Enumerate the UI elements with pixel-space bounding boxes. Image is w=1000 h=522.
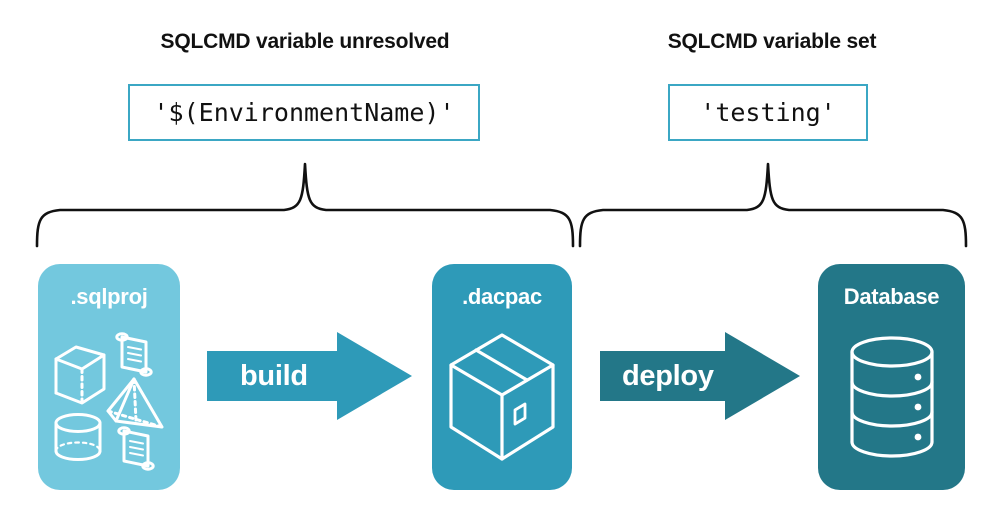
sqlcmd-value-box-right: 'testing': [668, 84, 868, 141]
card-database: Database: [818, 264, 965, 490]
brace-group: [35, 162, 968, 248]
card-sqlproj: .sqlproj: [38, 264, 180, 490]
card-art-database: [818, 316, 965, 480]
card-title-sqlproj: .sqlproj: [70, 284, 148, 309]
arrow-deploy: deploy: [600, 332, 800, 420]
package-box-icon: [449, 333, 555, 461]
card-art-dacpac: [432, 316, 572, 480]
section-caption-left: SQLCMD variable unresolved: [160, 30, 450, 53]
cylinder-wireframe-icon: [54, 413, 102, 461]
arrow-shape-deploy: [600, 332, 800, 420]
card-title-dacpac: .dacpac: [462, 284, 542, 309]
sqlcmd-value-left: '$(EnvironmentName)': [153, 98, 455, 127]
curly-brace-right: [578, 162, 968, 248]
sqlcmd-value-right: 'testing': [700, 98, 836, 127]
card-dacpac: .dacpac: [432, 264, 572, 490]
scroll-icon: [117, 426, 155, 471]
arrow-shape-build: [207, 332, 412, 420]
pyramid-wireframe-icon: [106, 377, 164, 429]
scroll-icon: [115, 332, 153, 377]
cube-wireframe-icon: [54, 345, 106, 405]
section-caption-right: SQLCMD variable set: [667, 30, 877, 53]
database-cylinder-icon: [849, 336, 934, 458]
card-art-sqlproj: [38, 316, 180, 480]
card-title-database: Database: [843, 284, 940, 309]
curly-brace-left: [35, 162, 575, 248]
sqlcmd-value-box-left: '$(EnvironmentName)': [128, 84, 480, 141]
arrow-build: build: [207, 332, 412, 420]
